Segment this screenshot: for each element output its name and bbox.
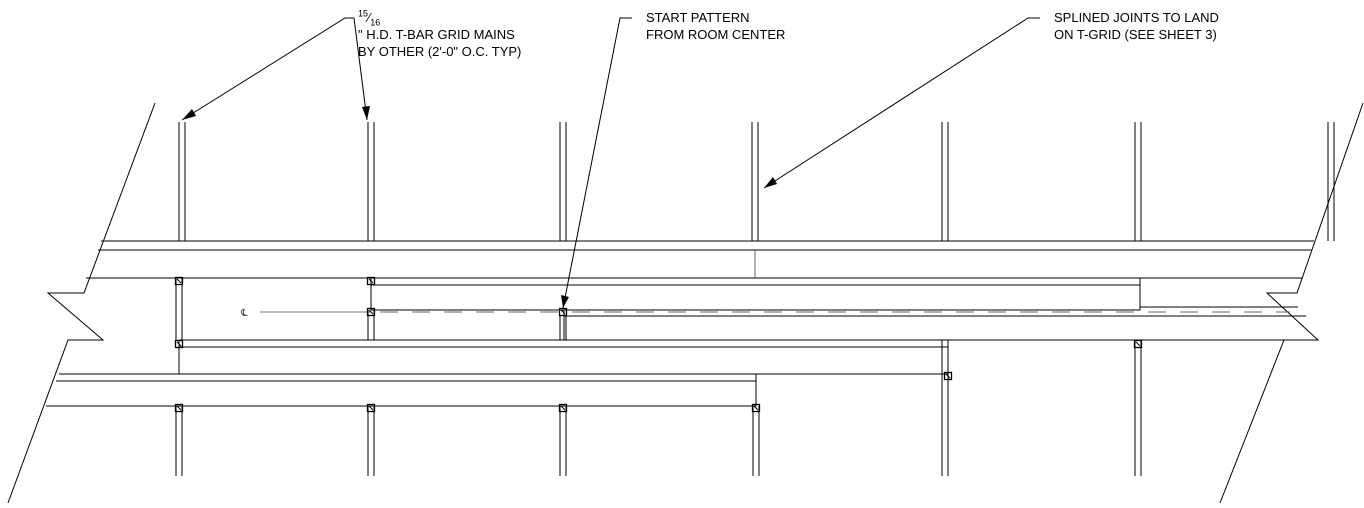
clip-marker-slash — [176, 278, 182, 284]
clip-marker-slash — [176, 405, 182, 411]
clip-marker — [366, 307, 376, 317]
grid-main-upper — [1327, 122, 1335, 241]
grid-main-upper — [178, 122, 186, 241]
grid-main-lower — [559, 406, 567, 476]
clip-marker — [943, 371, 953, 381]
room-centerline: ℄ — [240, 308, 1290, 319]
break-line-right — [1219, 102, 1364, 504]
grid-main-upper — [751, 122, 759, 241]
clip-marker-slash — [560, 309, 566, 315]
leader-grid-mains — [181, 17, 370, 121]
ceiling-panel-row-3 — [563, 310, 1306, 341]
centerline-symbol: ℄ — [240, 308, 248, 319]
grid-main-lower — [752, 406, 760, 476]
ceiling-panel-upper — [86, 240, 1314, 279]
clip-marker — [174, 339, 184, 349]
note-start-pattern-line2: FROM ROOM CENTER — [646, 27, 786, 42]
note-grid-mains-line2: BY OTHER (2'-0" O.C. TYP) — [358, 44, 522, 59]
grid-main-lower — [175, 406, 183, 476]
note-splined-joints-line1: SPLINED JOINTS TO LAND — [1054, 10, 1219, 25]
grid-main-lower — [941, 374, 949, 476]
grid-main-lower — [559, 316, 567, 340]
fraction-denominator: 16 — [370, 17, 381, 28]
clip-marker-slash — [753, 405, 759, 411]
clip-marker-slash — [368, 278, 374, 284]
ceiling-panel-row-2 — [370, 278, 1298, 311]
grid-main-lower — [367, 310, 375, 340]
note-splined-joints-line2: ON T-GRID (SEE SHEET 3) — [1054, 27, 1217, 42]
leader-start-pattern — [561, 17, 632, 309]
clip-marker-slash — [368, 405, 374, 411]
grid-main-lower — [175, 278, 183, 340]
clip-marker — [174, 276, 184, 286]
note-grid-mains-line1: " H.D. T-BAR GRID MAINS — [358, 27, 515, 42]
note-start-pattern-line1: START PATTERN — [646, 10, 750, 25]
clip-marker-slash — [945, 373, 951, 379]
clip-marker-slash — [560, 405, 566, 411]
ceiling-panel-row-5 — [46, 373, 757, 407]
note-start-pattern: START PATTERN FROM ROOM CENTER — [646, 9, 785, 43]
note-splined-joints: SPLINED JOINTS TO LAND ON T-GRID (SEE SH… — [1054, 9, 1219, 43]
grid-clips — [174, 276, 1143, 413]
leader-splined-joints — [763, 17, 1040, 189]
clip-marker — [1133, 339, 1143, 349]
grid-main-lower — [1134, 340, 1142, 476]
grid-main-upper — [559, 122, 567, 241]
grid-main-upper — [941, 122, 949, 241]
t-bar-grid-mains-upper — [178, 122, 1335, 241]
clip-marker — [366, 403, 376, 413]
grid-main-lower — [941, 340, 949, 374]
clip-marker — [558, 403, 568, 413]
t-bar-grid-mains-lower — [175, 278, 1142, 476]
fraction-numerator: 15 — [358, 8, 369, 19]
ceiling-panel-row-4 — [178, 339, 949, 375]
clip-marker — [751, 403, 761, 413]
grid-main-upper — [1134, 122, 1142, 241]
clip-marker — [366, 276, 376, 286]
clip-marker-slash — [368, 309, 374, 315]
break-line-left — [7, 102, 156, 504]
clip-marker — [558, 307, 568, 317]
grid-main-lower — [367, 406, 375, 476]
note-grid-mains: 15⁄16" H.D. T-BAR GRID MAINS BY OTHER (2… — [358, 8, 522, 59]
grid-main-upper — [367, 122, 375, 241]
clip-marker-slash — [1135, 341, 1141, 347]
clip-marker-slash — [176, 341, 182, 347]
clip-marker — [174, 403, 184, 413]
